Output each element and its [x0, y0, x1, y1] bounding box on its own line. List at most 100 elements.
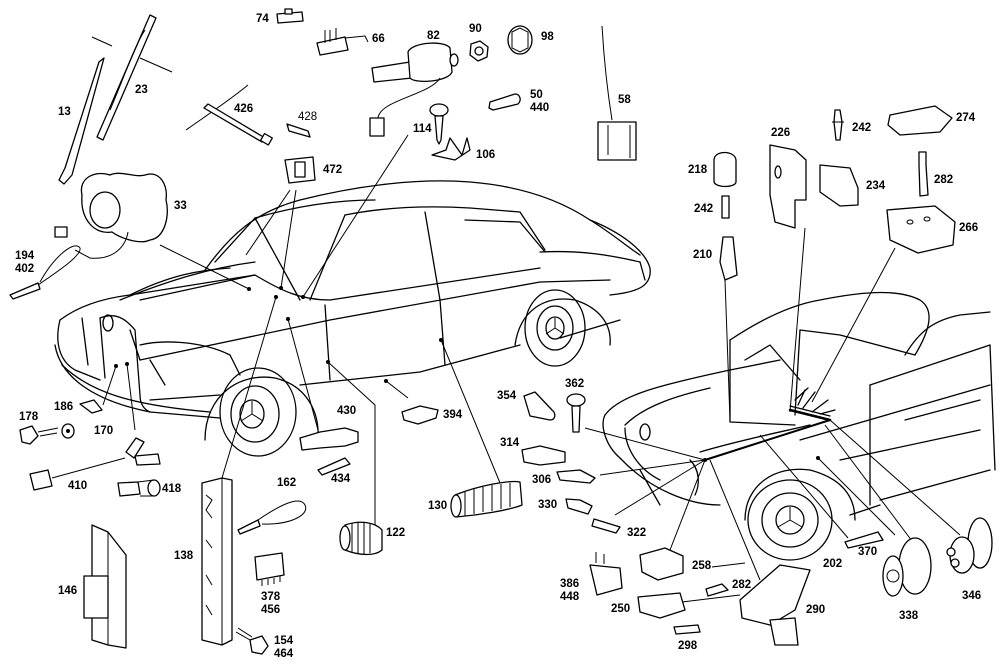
wiper-arm [58, 57, 105, 185]
cap-354 [523, 391, 556, 421]
callout-290: 290 [806, 604, 826, 616]
grommet-338 [882, 537, 932, 597]
switch-472 [284, 156, 316, 184]
callout-370: 370 [858, 546, 878, 558]
connector-housing-266 [886, 205, 956, 254]
callout-106: 106 [476, 149, 496, 161]
callout-274: 274 [956, 112, 976, 124]
switch-contact-66 [316, 28, 369, 56]
callout-130: 130 [428, 500, 448, 512]
callout-322: 322 [627, 527, 647, 539]
connector-322 [591, 518, 621, 534]
callout-394: 394 [443, 409, 463, 421]
callout-250: 250 [611, 603, 631, 615]
screw-154 [235, 627, 269, 655]
nut-90 [469, 40, 489, 62]
pin-242-mid [721, 195, 730, 219]
callout-138: 138 [174, 550, 194, 562]
screw-114 [429, 103, 449, 145]
switch-82 [369, 42, 459, 137]
callout-114: 114 [413, 123, 432, 135]
plug-418 [117, 479, 161, 497]
sender-unit-58 [597, 25, 637, 161]
terminal-330 [565, 498, 593, 515]
callout-82: 82 [427, 30, 440, 42]
callout-298: 298 [678, 640, 698, 652]
cover-274 [887, 105, 953, 136]
callout-58: 58 [618, 94, 631, 106]
wiper-motor-33 [54, 172, 168, 259]
sensor-cable-410 [29, 437, 161, 491]
bulb-50 [488, 93, 521, 111]
callout-430: 430 [337, 405, 357, 417]
bracket-146 [83, 524, 127, 649]
connector-386 [589, 552, 623, 596]
callout-338: 338 [899, 610, 919, 622]
callout-146: 146 [58, 585, 78, 597]
bracket-186 [79, 399, 103, 414]
callout-242-mid: 242 [694, 203, 714, 215]
bellows-130 [450, 480, 523, 518]
callout-386-448: 386 448 [560, 578, 580, 603]
callout-210: 210 [693, 249, 713, 261]
grommet-122 [339, 521, 383, 556]
callout-23: 23 [135, 84, 148, 96]
callout-98: 98 [541, 31, 554, 43]
callout-234: 234 [866, 180, 886, 192]
clip-210 [719, 236, 738, 281]
housing-234 [819, 164, 859, 207]
callout-354: 354 [497, 390, 517, 402]
screw-178 [19, 425, 59, 445]
callout-426: 426 [234, 103, 254, 115]
terminal-298 [673, 624, 701, 635]
grommet-346 [946, 517, 993, 574]
holder-226 [769, 144, 807, 229]
cable-tie-162 [237, 500, 307, 535]
callout-266: 266 [959, 222, 979, 234]
callout-218: 218 [688, 164, 708, 176]
callout-362: 362 [565, 378, 585, 390]
pin-282-top [918, 151, 929, 197]
callout-13: 13 [58, 106, 71, 118]
clip-394 [401, 405, 439, 425]
callout-378-456: 378 456 [261, 591, 281, 616]
callout-226: 226 [771, 127, 791, 139]
callout-434: 434 [331, 473, 351, 485]
callout-306: 306 [532, 474, 552, 486]
leader-lines [91, 36, 961, 603]
bracket-290 [739, 564, 811, 646]
bulb-434 [317, 457, 351, 476]
cable-426 [203, 103, 273, 146]
connector-428 [286, 123, 311, 138]
callout-472: 472 [323, 164, 343, 176]
callout-162: 162 [277, 477, 297, 489]
callout-418: 418 [162, 483, 182, 495]
right-car-body [602, 291, 996, 561]
callout-66: 66 [372, 33, 385, 45]
relay-378 [254, 552, 285, 586]
callout-346: 346 [962, 590, 982, 602]
bulb-370 [844, 531, 884, 549]
wiper-blade [96, 14, 157, 141]
callout-154-464: 154 464 [274, 635, 294, 660]
callout-410: 410 [68, 480, 88, 492]
callout-282-bottom: 282 [732, 579, 752, 591]
housing-250 [637, 592, 686, 619]
callout-90: 90 [469, 23, 482, 35]
callout-178: 178 [19, 411, 39, 423]
callout-170: 170 [94, 425, 114, 437]
clip-106 [431, 137, 471, 161]
callout-282-top: 282 [934, 174, 954, 186]
cap-218 [713, 151, 737, 188]
callout-74: 74 [256, 13, 269, 25]
callout-202: 202 [823, 558, 843, 570]
callout-258: 258 [692, 560, 712, 572]
callout-50-440: 50 440 [530, 89, 550, 114]
callout-330: 330 [538, 499, 558, 511]
callout-122: 122 [386, 527, 406, 539]
screw-362 [566, 393, 586, 433]
pin-242-top [832, 109, 844, 141]
left-car-body [54, 180, 651, 457]
callout-33: 33 [174, 200, 187, 212]
